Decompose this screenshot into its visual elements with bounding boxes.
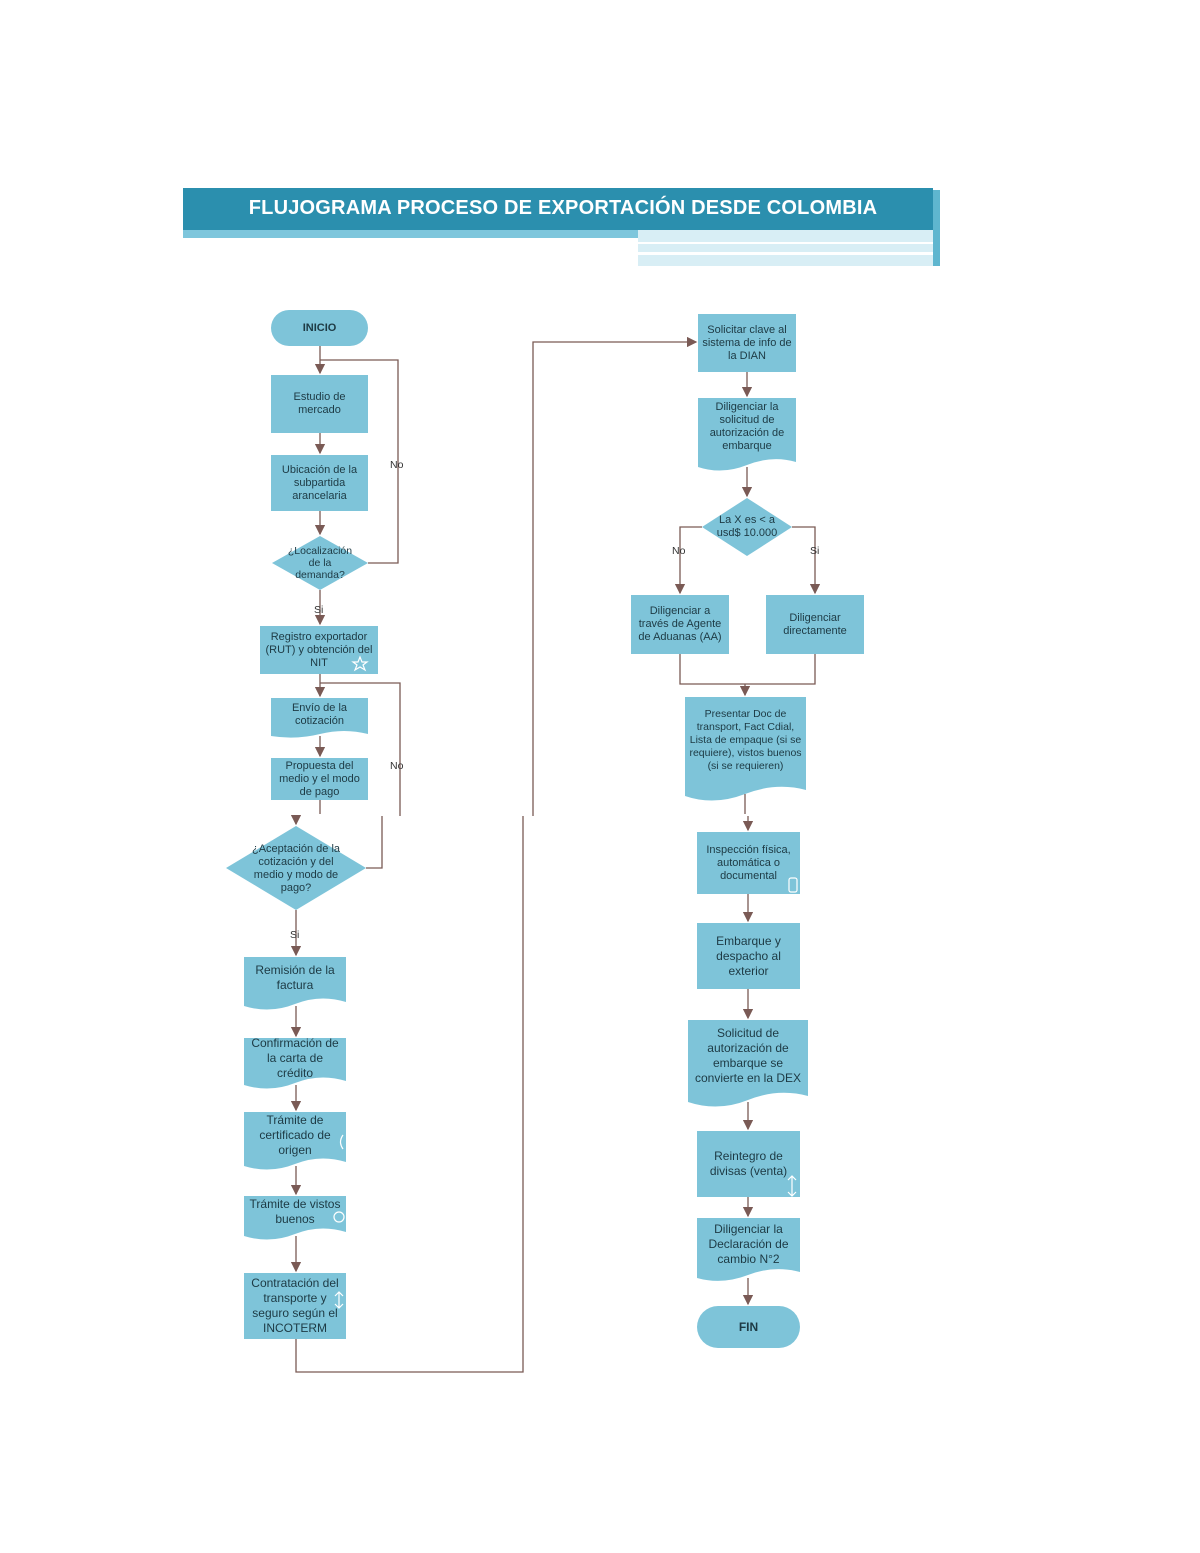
contratacion-label: Contratación del transporte y seguro seg… xyxy=(251,1276,339,1335)
solicitar-clave-label: Solicitar clave al sistema de info de la… xyxy=(702,323,792,362)
presentar-label: Presentar Doc de transport, Fact Cdial, … xyxy=(689,707,802,772)
registro-process xyxy=(260,626,378,674)
fin-terminator xyxy=(697,1306,800,1348)
propuesta-process xyxy=(271,758,368,800)
diligenciar-solicitud-label: Diligenciar la solicitud de autorización… xyxy=(709,401,785,452)
inspeccion-label: Inspección física, automática o document… xyxy=(706,843,791,882)
reintegro-process xyxy=(697,1131,800,1197)
agente-process xyxy=(631,595,729,654)
inicio-terminator xyxy=(271,310,368,346)
solicitud-dex-document xyxy=(688,1020,808,1107)
directamente-label: Diligenciar directamente xyxy=(783,611,847,637)
reintegro-label: Reintegro de divisas (venta) xyxy=(709,1149,788,1178)
remision-label: Remisión de la factura xyxy=(255,963,335,992)
edge-label-si: Si xyxy=(314,604,324,616)
updown-arrow-icon xyxy=(787,1175,797,1197)
banner-edge xyxy=(933,190,940,266)
edge-label-no: No xyxy=(390,459,404,471)
solicitar-clave-process xyxy=(698,314,796,372)
embarque-label: Embarque y despacho al exterior xyxy=(716,933,781,978)
declaracion-document xyxy=(697,1218,800,1281)
bracket-icon xyxy=(339,1134,344,1150)
star-icon xyxy=(351,655,369,672)
banner-stripe-light xyxy=(638,230,938,266)
decision-valor xyxy=(702,498,792,556)
ubicacion-process xyxy=(271,455,368,511)
remision-document xyxy=(244,957,346,1010)
tramite-vistos-label: Trámite de vistos buenos xyxy=(249,1197,341,1226)
propuesta-label: Propuesta del medio y el modo de pago xyxy=(279,759,360,798)
declaracion-label: Diligenciar la Declaración de cambio N°2 xyxy=(708,1221,789,1266)
smiley-icon xyxy=(333,1211,345,1223)
diligenciar-solicitud-document xyxy=(698,398,796,471)
banner-bar xyxy=(183,188,933,230)
tramite-origen-label: Trámite de certificado de origen xyxy=(259,1112,331,1157)
aceptacion-label: ¿Aceptación de la cotización y del medio… xyxy=(251,843,341,894)
inicio-label: INICIO xyxy=(302,321,337,334)
page-title: FLUJOGRAMA PROCESO DE EXPORTACIÓN DESDE … xyxy=(248,197,878,219)
registro-label: Registro exportador (RUT) y obtención de… xyxy=(265,630,373,669)
embarque-process xyxy=(697,923,800,989)
inspeccion-process xyxy=(697,832,800,894)
agente-label: Diligenciar a través de Agente de Aduana… xyxy=(638,605,722,643)
banner-stripe xyxy=(183,230,643,238)
envio-label: Envío de la cotización xyxy=(291,702,348,727)
edge-label-si: Si xyxy=(290,929,300,941)
tramite-vistos-document xyxy=(244,1196,346,1240)
confirmacion-document xyxy=(244,1038,346,1089)
estudio-label: Estudio de mercado xyxy=(293,391,346,416)
localizacion-label: ¿Localización de la demanda? xyxy=(287,545,353,581)
aceptacion-decision xyxy=(226,826,366,910)
double-arrow-icon xyxy=(334,1291,344,1309)
contratacion-process xyxy=(244,1273,346,1339)
edge-label-no: No xyxy=(390,760,404,772)
document-icon xyxy=(788,877,798,893)
tramite-origen-document xyxy=(244,1112,346,1170)
edge-label-si: Si xyxy=(810,545,820,557)
presentar-document xyxy=(685,697,806,801)
fin-label: FIN xyxy=(738,1319,759,1334)
directamente-process xyxy=(766,595,864,654)
estudio-process xyxy=(271,375,368,433)
ubicacion-label: Ubicación de la subpartida arancelaria xyxy=(281,463,358,502)
envio-document xyxy=(271,698,368,738)
edge-label-no: No xyxy=(672,545,686,557)
decision-valor-label: La X es < a usd$ 10.000 xyxy=(716,514,778,539)
confirmacion-label: Confirmación de la carta de crédito xyxy=(251,1035,339,1080)
solicitud-dex-label: Solicitud de autorización de embarque se… xyxy=(694,1026,802,1085)
localizacion-decision xyxy=(272,536,368,590)
title-banner: FLUJOGRAMA PROCESO DE EXPORTACIÓN DESDE … xyxy=(183,188,940,268)
